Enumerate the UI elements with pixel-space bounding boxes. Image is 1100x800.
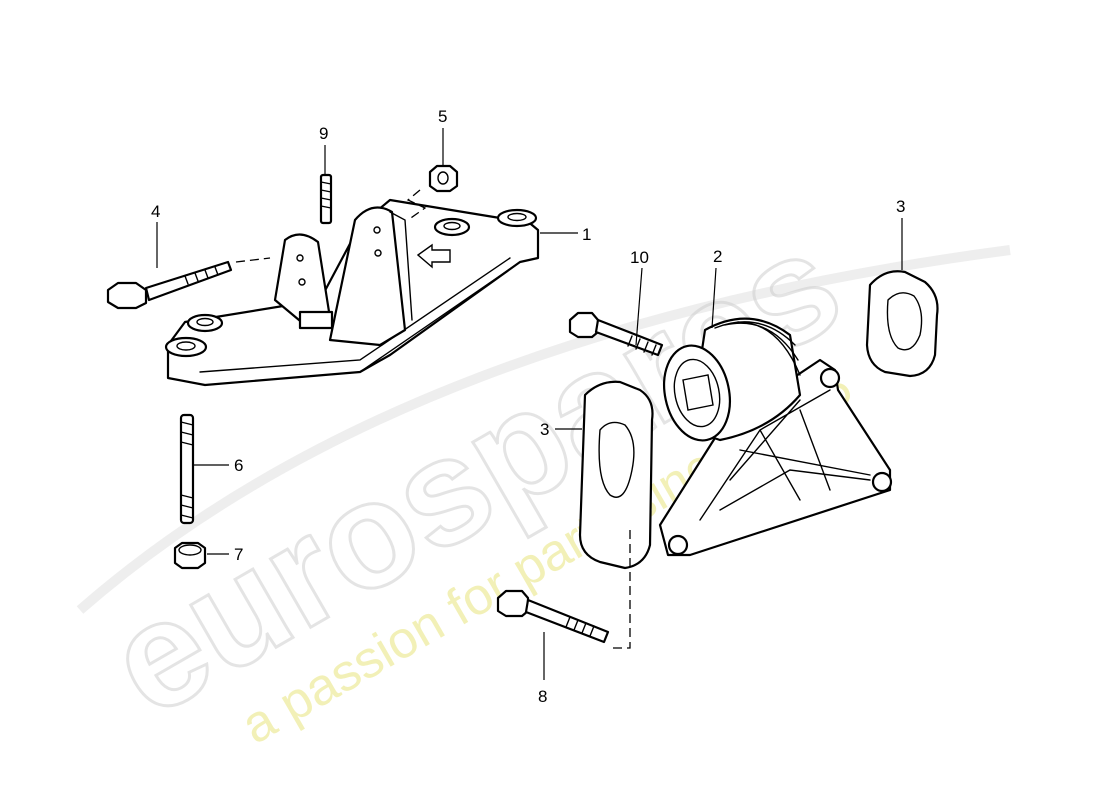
engine-mount-part-2 xyxy=(612,317,893,649)
bolt-part-8 xyxy=(496,589,610,644)
callout-1: 1 xyxy=(582,225,591,244)
cross-member-part xyxy=(164,198,540,387)
plate-part-3-left xyxy=(578,380,654,570)
bolt-part-10 xyxy=(568,311,664,357)
plate-part-3-right xyxy=(865,270,939,378)
leader-lines xyxy=(156,128,903,680)
callout-6: 6 xyxy=(234,456,243,475)
stud-part-9 xyxy=(319,173,333,225)
callout-2: 2 xyxy=(713,247,722,266)
callout-7: 7 xyxy=(234,545,243,564)
callout-10: 10 xyxy=(630,248,649,267)
nut-part-5 xyxy=(406,164,459,221)
callout-9: 9 xyxy=(319,124,328,143)
callout-8: 8 xyxy=(538,687,547,706)
bolt-part-4 xyxy=(106,257,271,310)
callout-5: 5 xyxy=(438,107,447,126)
stud-part-6 xyxy=(179,413,195,525)
callout-4: 4 xyxy=(151,202,160,221)
callout-3-right: 3 xyxy=(896,197,905,216)
callout-3-left: 3 xyxy=(540,420,549,439)
nut-part-7 xyxy=(173,541,207,570)
